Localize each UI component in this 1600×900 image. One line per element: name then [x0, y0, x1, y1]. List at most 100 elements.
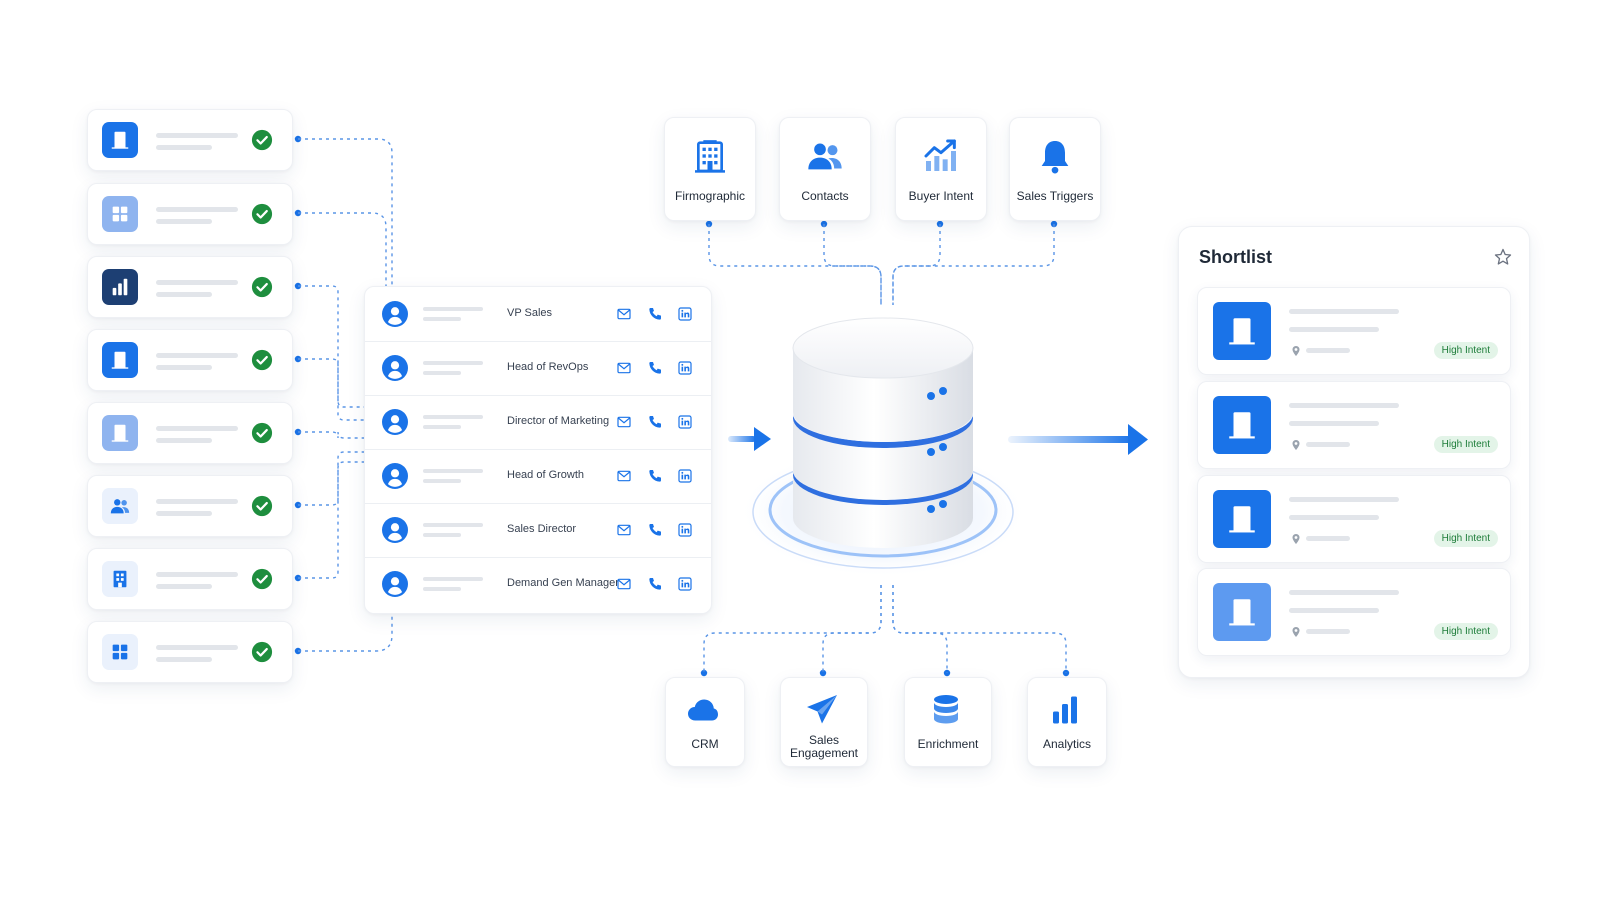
database-to-integration-connector [892, 585, 1067, 673]
linkedin-icon[interactable] [677, 522, 693, 538]
placeholder-line [423, 415, 483, 419]
contact-row[interactable]: Head of RevOps [365, 341, 711, 396]
contact-row[interactable]: Head of Growth [365, 449, 711, 504]
user-avatar-icon [382, 463, 408, 489]
building-icon [1213, 396, 1271, 454]
bar-chart-icon [102, 269, 138, 305]
company-to-contacts-connector [298, 285, 364, 408]
placeholder-line [423, 533, 461, 537]
central-database [733, 300, 1033, 590]
source-to-database-connector [823, 224, 882, 305]
phone-icon[interactable] [647, 306, 663, 322]
office-building-icon [690, 136, 730, 176]
contact-title: Sales Director [507, 523, 577, 535]
contact-row[interactable]: Director of Marketing [365, 395, 711, 450]
company-card[interactable] [87, 183, 293, 245]
placeholder-line [156, 145, 212, 150]
integration-card-enrichment[interactable]: Enrichment [904, 677, 992, 767]
contact-row[interactable]: Demand Gen Manager [365, 557, 711, 611]
people-icon [102, 488, 138, 524]
placeholder-line [156, 657, 212, 662]
contact-row[interactable]: VP Sales [365, 287, 711, 342]
contact-title: Head of Growth [507, 469, 585, 481]
company-card[interactable] [87, 256, 293, 318]
building-icon [102, 122, 138, 158]
placeholder-line [1289, 421, 1379, 426]
source-card-contacts[interactable]: Contacts [779, 117, 871, 221]
placeholder-line [1289, 515, 1379, 520]
shortlist-item[interactable]: High Intent [1197, 287, 1511, 375]
integration-card-analytics[interactable]: Analytics [1027, 677, 1107, 767]
placeholder-line [1289, 590, 1399, 595]
user-avatar-icon [382, 517, 408, 543]
source-card-buyer-intent[interactable]: Buyer Intent [895, 117, 987, 221]
check-icon [251, 349, 273, 371]
integration-label: CRM [691, 737, 719, 751]
placeholder-line [156, 438, 212, 443]
company-card[interactable] [87, 329, 293, 391]
phone-icon[interactable] [647, 414, 663, 430]
contact-row[interactable]: Sales Director [365, 503, 711, 558]
database-to-integration-connector [822, 585, 882, 673]
source-card-firmographic[interactable]: Firmographic [664, 117, 756, 221]
source-to-database-connector [892, 224, 1055, 305]
placeholder-line [156, 219, 212, 224]
contact-title: VP Sales [507, 307, 553, 319]
integration-card-crm[interactable]: CRM [665, 677, 745, 767]
building-icon [1213, 490, 1271, 548]
company-card[interactable] [87, 109, 293, 171]
shortlist-item[interactable]: High Intent [1197, 475, 1511, 563]
shortlist-item[interactable]: High Intent [1197, 568, 1511, 656]
user-avatar-icon [382, 409, 408, 435]
mail-icon[interactable] [616, 576, 632, 592]
shortlist-title: Shortlist [1199, 247, 1273, 267]
company-card[interactable] [87, 402, 293, 464]
company-to-contacts-connector [298, 612, 393, 652]
mail-icon[interactable] [616, 306, 632, 322]
source-label: Sales Triggers [1016, 189, 1094, 203]
placeholder-line [423, 587, 461, 591]
phone-icon[interactable] [647, 468, 663, 484]
linkedin-icon[interactable] [677, 306, 693, 322]
user-avatar-icon [382, 301, 408, 327]
intent-badge: High Intent [1433, 530, 1498, 547]
mail-icon[interactable] [616, 360, 632, 376]
location-pin-icon [1290, 344, 1300, 356]
integration-card-sales-engagement[interactable]: Sales Engagement [780, 677, 868, 767]
location-pin-icon [1290, 532, 1300, 544]
check-icon [251, 495, 273, 517]
phone-icon[interactable] [647, 576, 663, 592]
linkedin-icon[interactable] [677, 576, 693, 592]
placeholder-line [423, 469, 483, 473]
company-card[interactable] [87, 548, 293, 610]
contact-title: Head of RevOps [507, 361, 589, 373]
star-icon[interactable] [1493, 247, 1513, 267]
mail-icon[interactable] [616, 468, 632, 484]
placeholder-line [423, 479, 461, 483]
shortlist-item[interactable]: High Intent [1197, 381, 1511, 469]
mail-icon[interactable] [616, 522, 632, 538]
location-pin-icon [1290, 438, 1300, 450]
placeholder-line [156, 426, 238, 431]
intent-badge: High Intent [1433, 623, 1498, 640]
mail-icon[interactable] [616, 414, 632, 430]
contact-title: Director of Marketing [507, 415, 610, 427]
grid-building-icon [102, 634, 138, 670]
linkedin-icon[interactable] [677, 414, 693, 430]
phone-icon[interactable] [647, 360, 663, 376]
company-card[interactable] [87, 475, 293, 537]
company-card[interactable] [87, 621, 293, 683]
phone-icon[interactable] [647, 522, 663, 538]
source-card-sales-triggers[interactable]: Sales Triggers [1009, 117, 1101, 221]
linkedin-icon[interactable] [677, 468, 693, 484]
intent-badge: High Intent [1433, 436, 1498, 453]
placeholder-line [156, 365, 212, 370]
check-icon [251, 641, 273, 663]
building-icon [1213, 302, 1271, 360]
database-to-integration-connector [892, 585, 948, 673]
user-avatar-icon [382, 571, 408, 597]
grid-building-icon [102, 196, 138, 232]
linkedin-icon[interactable] [677, 360, 693, 376]
